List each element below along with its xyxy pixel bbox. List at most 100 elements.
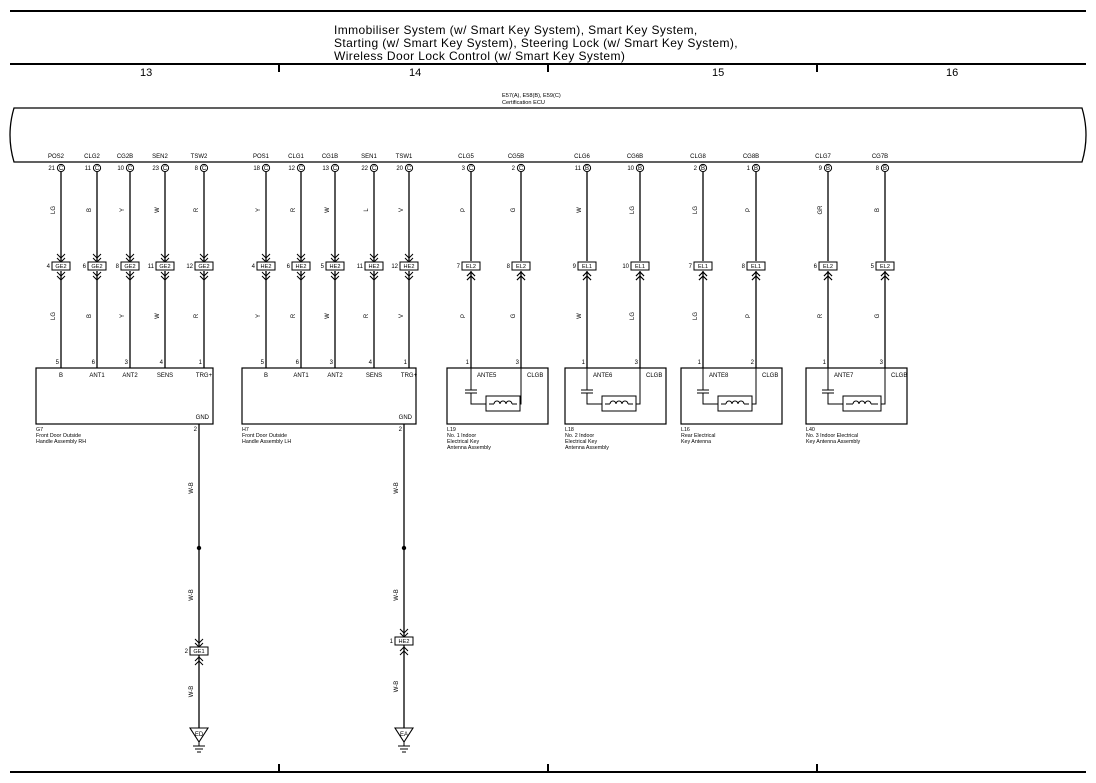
wire-color-label: R bbox=[364, 313, 370, 318]
ecu-connector-letter: C bbox=[264, 166, 269, 172]
component-pin-number: 4 bbox=[160, 360, 164, 366]
ecu-terminal-name: CG2B bbox=[117, 154, 133, 160]
junction-connector-code: HE2 bbox=[399, 639, 410, 645]
column-number: 13 bbox=[140, 67, 152, 79]
junction-connector bbox=[291, 261, 311, 271]
ecu-terminal-name: POS1 bbox=[253, 154, 270, 160]
ecu-pin-number: 10 bbox=[627, 166, 634, 172]
ecu-terminal-name: POS2 bbox=[48, 154, 65, 160]
junction-pin-number: 2 bbox=[185, 649, 189, 655]
junction-connector bbox=[155, 261, 175, 271]
ecu-connector-letter: B bbox=[585, 166, 589, 172]
component-box bbox=[805, 367, 908, 425]
junction-connector-code: GE2 bbox=[124, 264, 135, 270]
junction-connector bbox=[875, 261, 895, 271]
wire-color-label: R bbox=[818, 313, 824, 318]
wire-color-label: LG bbox=[630, 206, 636, 214]
wire-color-label: W-B bbox=[394, 482, 400, 494]
component-box bbox=[564, 367, 667, 425]
junction-pin-number: 1 bbox=[390, 639, 394, 645]
wire-color-label: LG bbox=[630, 312, 636, 320]
wire-color-label: Y bbox=[256, 314, 262, 318]
component-terminal-name: TRG+ bbox=[401, 373, 418, 379]
junction-connector-code: HE2 bbox=[296, 264, 307, 270]
component-box bbox=[446, 367, 549, 425]
ecu-pin-number: 8 bbox=[195, 166, 199, 172]
ecu-connector-letter: B bbox=[638, 166, 642, 172]
junction-connector bbox=[364, 261, 384, 271]
ecu-pin-circle bbox=[92, 163, 102, 173]
ecu-pin-number: 11 bbox=[85, 166, 92, 172]
wire-color-label: W bbox=[155, 313, 161, 319]
ecu-connector-letter: C bbox=[372, 166, 377, 172]
ecu-connector-letter: C bbox=[519, 166, 524, 172]
ecu-pin-circle bbox=[330, 163, 340, 173]
wire-color-label: Y bbox=[120, 314, 126, 318]
ecu-connector-letter: C bbox=[128, 166, 133, 172]
component-code: L18 bbox=[565, 427, 574, 433]
component-name: No. 2 Indoor bbox=[565, 433, 594, 439]
ecu-connector-letter: C bbox=[95, 166, 100, 172]
ground-point-code: EA bbox=[400, 732, 408, 738]
ecu-pin-circle bbox=[466, 163, 476, 173]
wire-color-label: LG bbox=[693, 206, 699, 214]
ecu-pin-circle bbox=[516, 163, 526, 173]
ecu-terminal-name: CG6B bbox=[627, 154, 643, 160]
ground-point-code: ED bbox=[195, 732, 204, 738]
ecu-connector-codes: E57(A), E58(B), E59(C) bbox=[502, 93, 561, 99]
component-terminal-name: ANT2 bbox=[122, 373, 138, 379]
component-gnd-label: GND bbox=[196, 415, 210, 421]
ecu-pin-number: 18 bbox=[253, 166, 260, 172]
ecu-pin-number: 3 bbox=[462, 166, 466, 172]
component-name: No. 3 Indoor Electrical bbox=[806, 433, 858, 439]
junction-pin-number: 5 bbox=[321, 264, 325, 270]
junction-connector-code: EL1 bbox=[698, 264, 708, 270]
component-terminal-name: B bbox=[264, 373, 268, 379]
component-pin-number: 2 bbox=[194, 427, 198, 433]
ecu-pin-number: 2 bbox=[512, 166, 516, 172]
wire-color-label: W-B bbox=[189, 589, 195, 601]
component-terminal-name: ANT2 bbox=[327, 373, 343, 379]
junction-connector-code: GE2 bbox=[55, 264, 66, 270]
component-pin-number: 6 bbox=[92, 360, 96, 366]
wire-color-label: G bbox=[511, 313, 517, 318]
ecu-terminal-name: CG5B bbox=[508, 154, 524, 160]
circuit-line bbox=[827, 393, 843, 405]
ecu-connector-letter: C bbox=[202, 166, 207, 172]
ecu-terminal-name: CLG6 bbox=[574, 154, 590, 160]
circuit-line bbox=[702, 393, 718, 405]
ecu-pin-circle bbox=[56, 163, 66, 173]
junction-connector bbox=[51, 261, 71, 271]
ground-symbol bbox=[393, 727, 415, 744]
component-code: L40 bbox=[806, 427, 815, 433]
junction-connector bbox=[87, 261, 107, 271]
component-box bbox=[35, 367, 214, 425]
junction-connector-code: EL2 bbox=[823, 264, 833, 270]
wire-color-label: R bbox=[194, 313, 200, 318]
component-pin-number: 5 bbox=[261, 360, 265, 366]
wire-color-label: W-B bbox=[189, 686, 195, 698]
component-terminal-name: CLGB bbox=[762, 373, 778, 379]
ecu-pin-number: 12 bbox=[288, 166, 295, 172]
wire-color-label: W-B bbox=[189, 482, 195, 494]
component-pin-number: 3 bbox=[880, 360, 884, 366]
component-terminal-name: CLGB bbox=[646, 373, 662, 379]
junction-pin-number: 11 bbox=[148, 264, 155, 270]
ecu-pin-number: 8 bbox=[876, 166, 880, 172]
junction-pin-number: 11 bbox=[357, 264, 364, 270]
component-name: Antenna Assembly bbox=[447, 445, 491, 451]
junction-connector-code: GE1 bbox=[193, 649, 204, 655]
ecu-pin-circle bbox=[125, 163, 135, 173]
ecu-pin-number: 10 bbox=[117, 166, 124, 172]
ecu-connector-letter: C bbox=[59, 166, 64, 172]
ecu-pin-circle bbox=[160, 163, 170, 173]
wire-color-label: GR bbox=[818, 205, 824, 215]
